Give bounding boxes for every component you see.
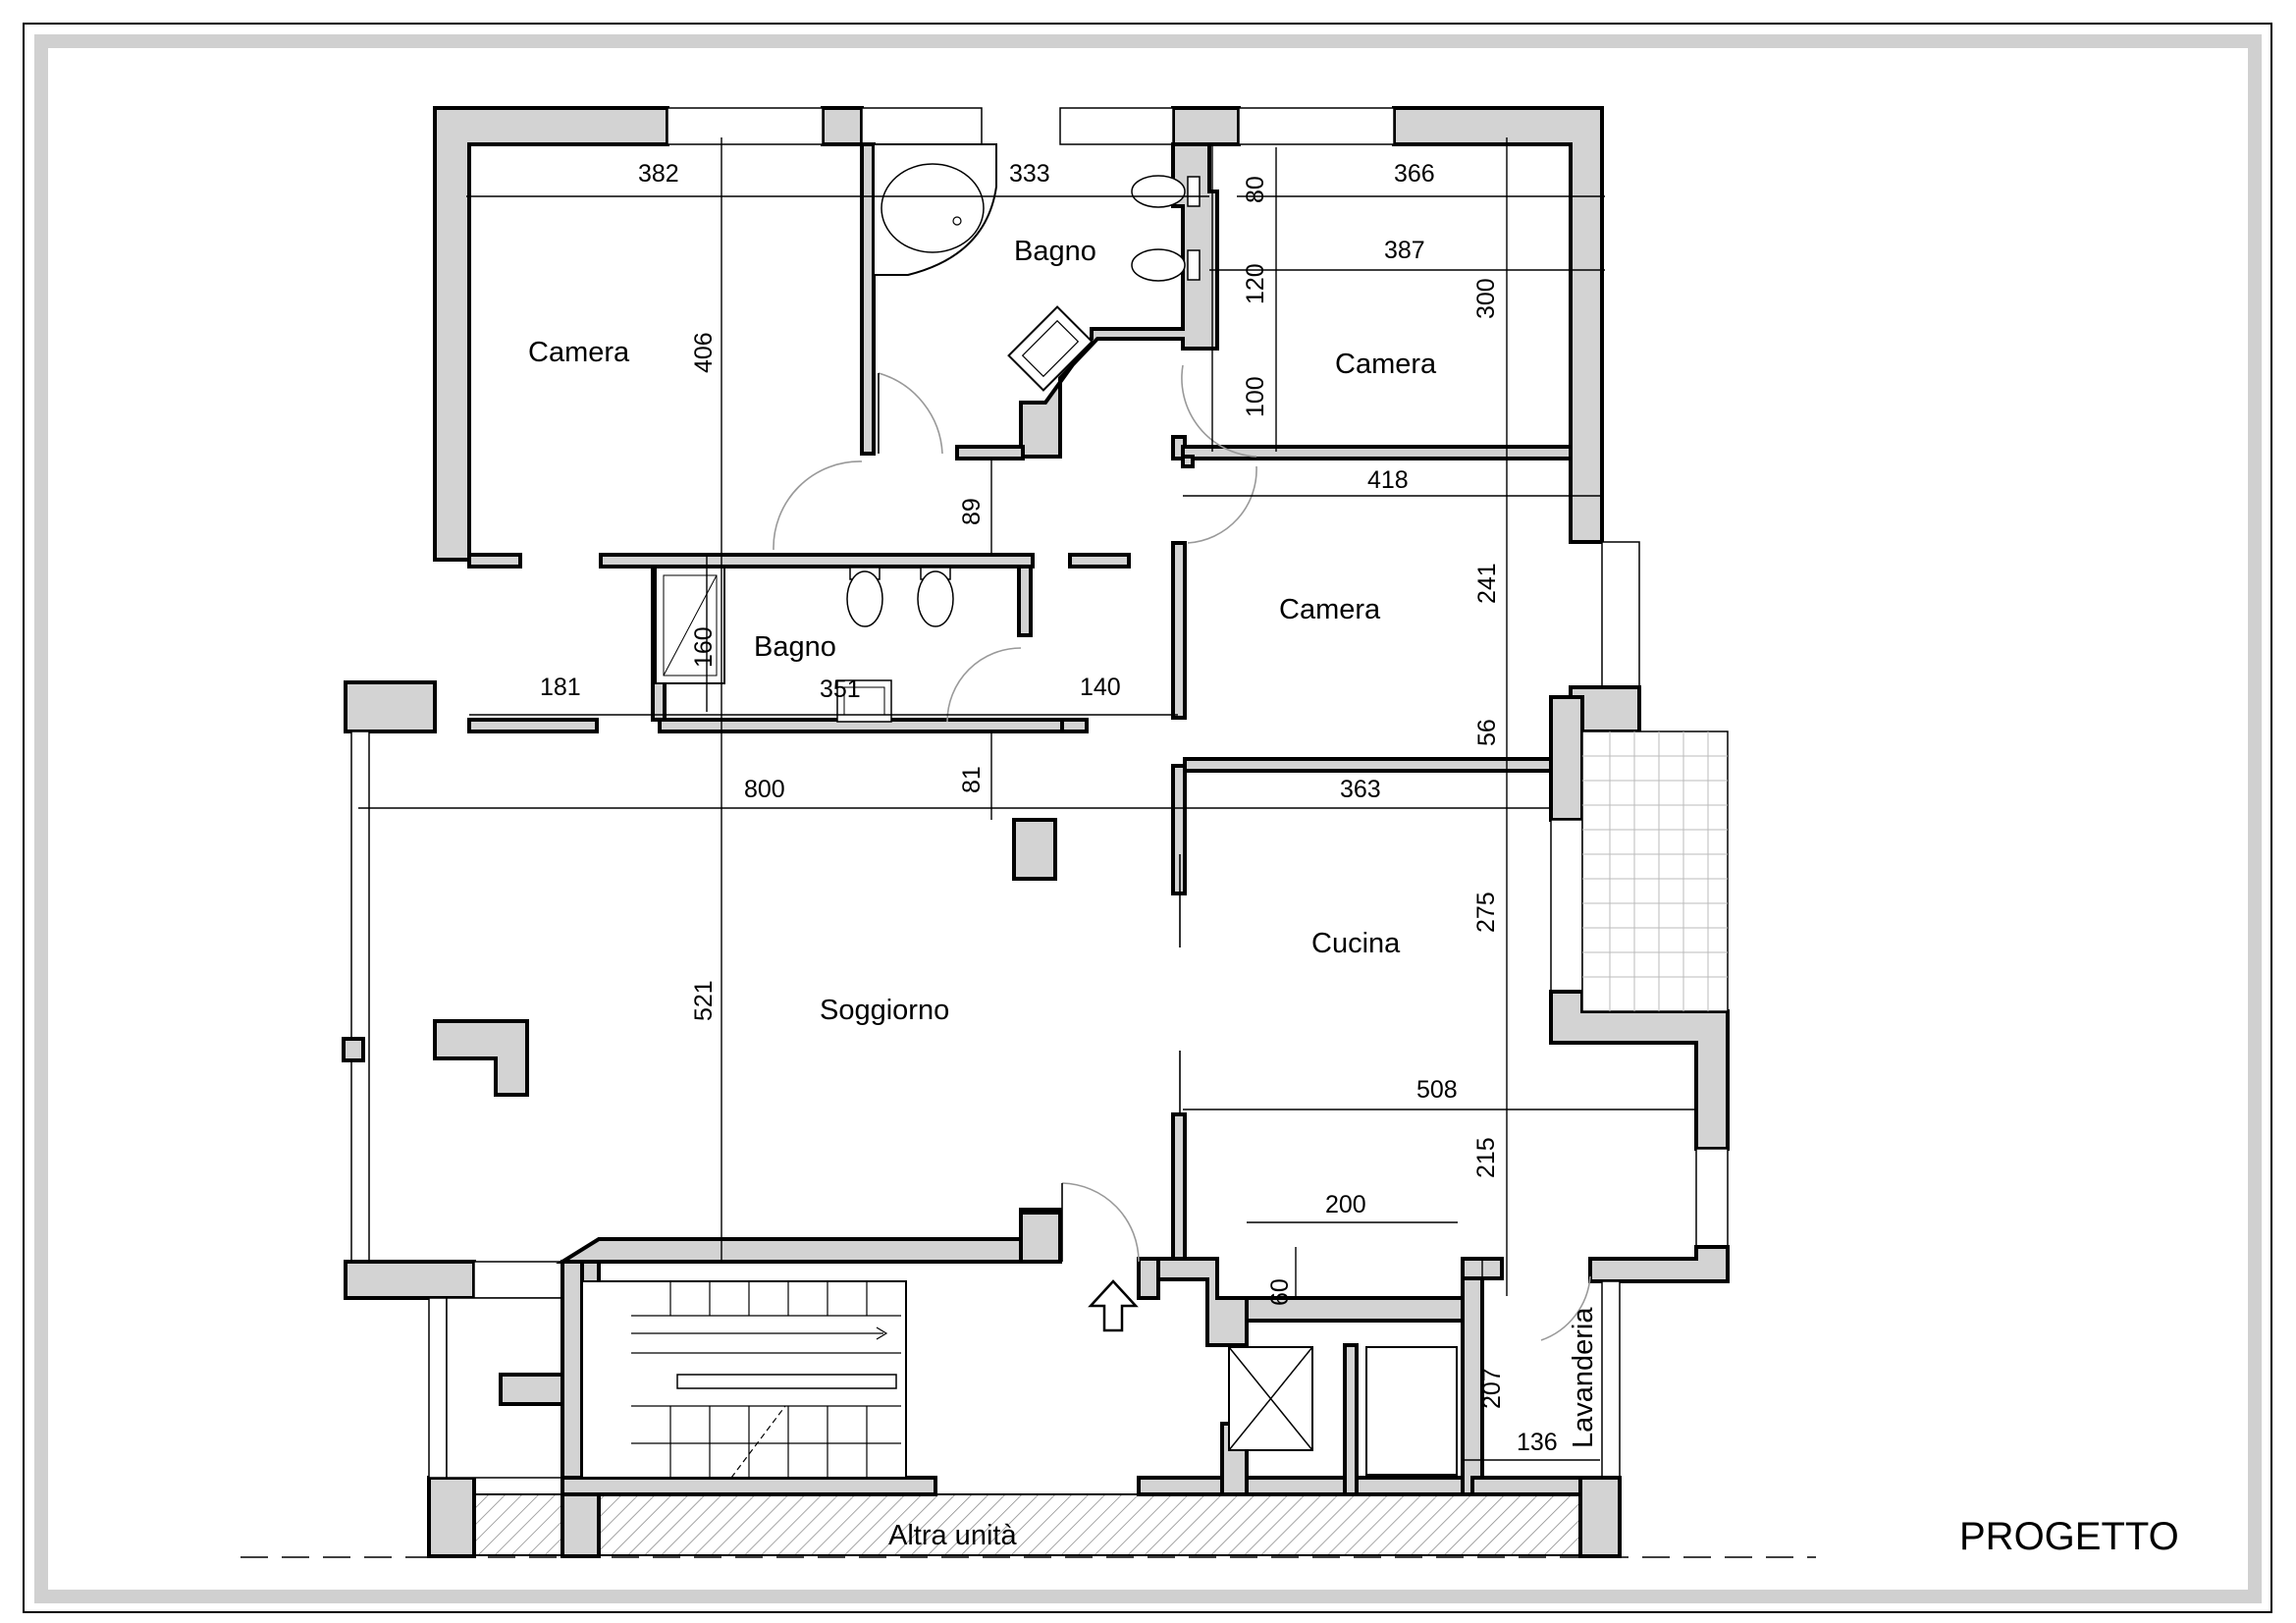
dim-label: 215 bbox=[1472, 1137, 1500, 1178]
corner-bathtub-icon bbox=[873, 143, 997, 276]
dim-label: 351 bbox=[820, 676, 861, 703]
dim-label: 160 bbox=[690, 626, 718, 668]
dim-label: 89 bbox=[958, 498, 986, 525]
room-label-camera: Camera bbox=[1279, 594, 1381, 625]
dim-label: 406 bbox=[690, 332, 718, 373]
bidet-icon bbox=[917, 567, 954, 627]
fixtures bbox=[581, 143, 1458, 1479]
dim-label: 366 bbox=[1394, 160, 1435, 188]
neighbour-unit-label: Altra unità bbox=[888, 1520, 1017, 1551]
dim-label: 136 bbox=[1517, 1429, 1558, 1456]
shower-icon bbox=[655, 567, 725, 684]
dim-label: 81 bbox=[958, 766, 986, 793]
doors bbox=[773, 364, 1591, 1341]
dim-label: 241 bbox=[1473, 563, 1501, 604]
dim-label: 275 bbox=[1472, 892, 1500, 933]
washbasin-icon bbox=[1007, 305, 1094, 392]
drawing-title: PROGETTO bbox=[1959, 1515, 2179, 1558]
room-label-camera: Camera bbox=[1335, 349, 1437, 380]
dim-label: 207 bbox=[1478, 1368, 1506, 1409]
room-label-camera: Camera bbox=[528, 337, 630, 368]
balcony bbox=[1581, 730, 1729, 1012]
dim-label: 100 bbox=[1242, 376, 1269, 417]
toilet-icon bbox=[1131, 175, 1201, 208]
dim-label: 200 bbox=[1325, 1191, 1366, 1218]
dimension-labels: 382 333 80 366 387 120 300 406 100 418 8… bbox=[540, 160, 1558, 1456]
dim-label: 60 bbox=[1266, 1278, 1294, 1306]
entrance-arrow-icon bbox=[1088, 1279, 1139, 1332]
room-label-cucina: Cucina bbox=[1311, 928, 1401, 959]
toilet-icon bbox=[846, 567, 883, 627]
dim-label: 120 bbox=[1242, 263, 1269, 304]
dim-label: 300 bbox=[1472, 278, 1500, 319]
dim-label: 80 bbox=[1242, 176, 1269, 203]
bidet-icon bbox=[1131, 248, 1201, 282]
dim-label: 56 bbox=[1473, 719, 1501, 746]
dimension-lines bbox=[358, 137, 1698, 1478]
dim-label: 140 bbox=[1080, 674, 1121, 701]
dim-label: 800 bbox=[744, 776, 785, 803]
room-label-soggiorno: Soggiorno bbox=[820, 995, 949, 1026]
room-label-lavanderia: Lavanderia bbox=[1568, 1307, 1599, 1448]
neighbour-unit-hatch bbox=[240, 1493, 1816, 1558]
room-label-bagno: Bagno bbox=[754, 631, 836, 663]
dim-label: 363 bbox=[1340, 776, 1381, 803]
elevator-icon bbox=[1228, 1346, 1458, 1476]
dim-label: 382 bbox=[638, 160, 679, 188]
staircase-icon bbox=[581, 1280, 907, 1479]
dim-label: 181 bbox=[540, 674, 581, 701]
room-labels: Camera Bagno Camera Camera Bagno Soggior… bbox=[528, 236, 1599, 1448]
dim-label: 521 bbox=[690, 980, 718, 1021]
dim-label: 508 bbox=[1416, 1076, 1458, 1104]
drawing-frame bbox=[23, 23, 2272, 1613]
walls bbox=[342, 106, 1730, 1558]
dim-label: 333 bbox=[1009, 160, 1050, 188]
dim-label: 418 bbox=[1367, 466, 1409, 494]
room-label-bagno: Bagno bbox=[1014, 236, 1096, 267]
dim-label: 387 bbox=[1384, 237, 1425, 264]
